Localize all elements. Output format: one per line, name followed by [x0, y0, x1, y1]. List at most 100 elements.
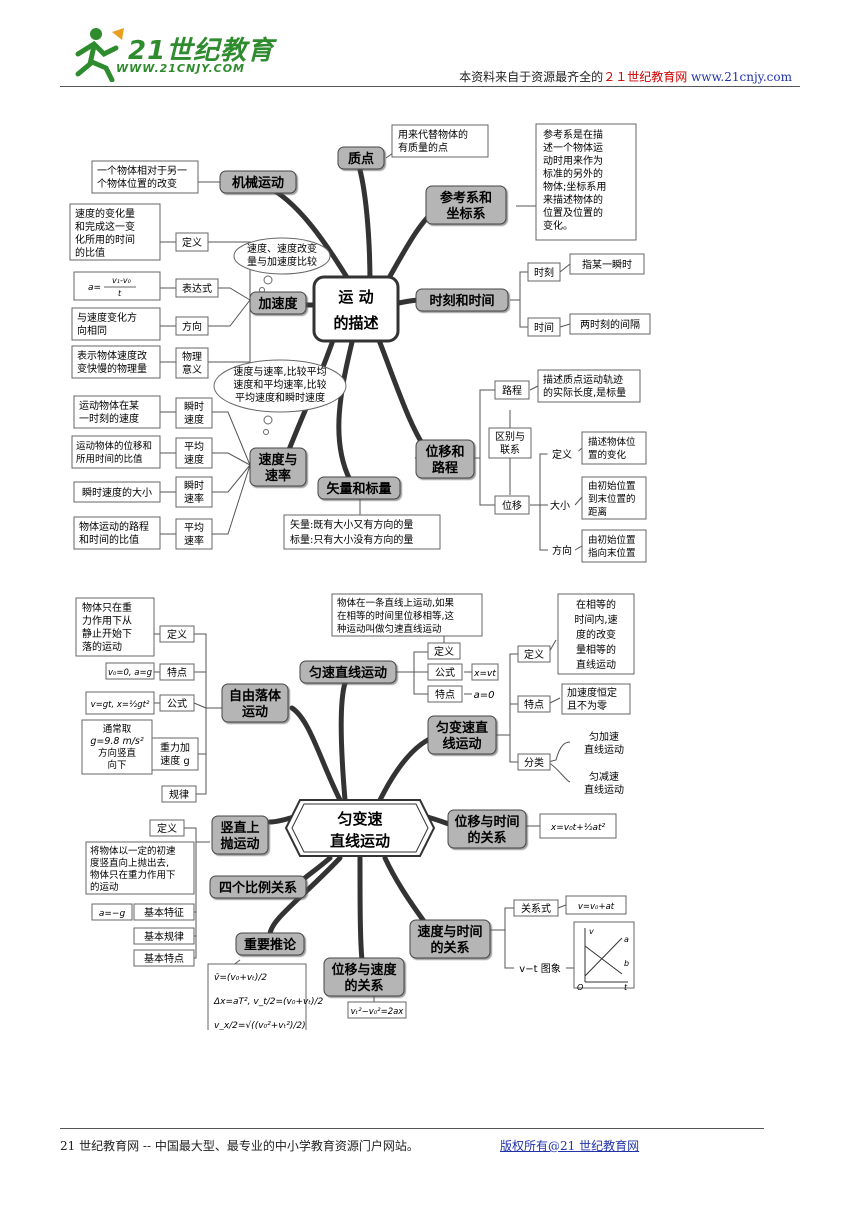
svg-text:变化。: 变化。 — [543, 219, 573, 232]
node-velocity-time[interactable]: 速度与时间 的关系 — [409, 919, 491, 959]
inst-v-label-1: 瞬时 — [184, 400, 204, 413]
avg-v-label-1: 平均 — [184, 441, 204, 453]
header-note-prefix: 本资料来自于资源最齐全的 — [459, 70, 604, 84]
vt-origin: O — [577, 983, 583, 992]
disp-mag-desc-1: 由初始位置 — [588, 480, 636, 492]
node-uniform-linear[interactable]: 匀速直线运动 — [299, 660, 397, 684]
node-vertical-throw-line-2: 抛运动 — [220, 836, 259, 852]
throw-feature-label: 基本特征 — [144, 906, 184, 919]
page-footer: 21 世纪教育网 -- 中国最大型、最专业的中小学教育资源门户网站。 版权所有@… — [60, 1128, 764, 1154]
node-uniform-accel-linear[interactable]: 匀变速直 线运动 — [427, 715, 497, 755]
gravity-label-1: 重力加 — [160, 741, 190, 754]
accel-dec-line-1: 匀减速 — [589, 771, 619, 783]
particle-desc-box — [391, 124, 489, 158]
node-free-fall-line-1: 自由落体 — [229, 688, 282, 704]
free-fall-def-desc-2: 力作用下从 — [82, 614, 132, 627]
inst-v-label-2: 速度 — [184, 413, 204, 426]
svg-text:速度和平均速率,比较: 速度和平均速率,比较 — [233, 378, 326, 391]
acc-phys-desc-2: 变快慢的物理量 — [77, 362, 147, 375]
node-acceleration-label: 加速度 — [257, 296, 298, 312]
disp-mag-desc-2: 到末位置的 — [588, 493, 636, 505]
free-fall-def-desc-4: 落的运动 — [82, 640, 122, 653]
corollary-2: Δx=aT², v_t/2=(v₀+vₜ)/2 — [213, 997, 324, 1007]
disp-def-desc-1: 描述物体位 — [588, 436, 636, 448]
node-key-corollaries[interactable]: 重要推论 — [235, 932, 305, 956]
center-node-2[interactable]: 匀变速 直线运动 — [284, 799, 436, 857]
diff-label-1: 区别与 — [495, 431, 525, 443]
acc-def-label: 定义 — [182, 236, 202, 249]
acc-expr-a: a= — [88, 283, 101, 293]
node-vertical-throw[interactable]: 竖直上 抛运动 — [211, 815, 269, 855]
free-fall-formula-label: 公式 — [167, 697, 187, 710]
throw-def-desc-3: 物体只在重力作用下 — [90, 869, 176, 881]
diff-label-2: 联系 — [500, 444, 520, 456]
throw-def-label: 定义 — [157, 822, 177, 835]
free-fall-feature-value: v₀=0, a=g — [108, 668, 153, 678]
vt-line-a: a — [624, 935, 629, 944]
disp-mag-desc-3: 距离 — [588, 506, 607, 518]
interval-label: 时间 — [534, 321, 554, 334]
node-mechanical-motion[interactable]: 机械运动 — [219, 170, 297, 194]
disp-mag-label: 大小 — [550, 499, 570, 512]
accel-def-desc-3: 度的改变 — [576, 628, 616, 641]
particle-desc-2: 有质量的点 — [398, 141, 448, 154]
velocity-time-relation-label: 关系式 — [521, 902, 551, 915]
path-desc-2: 的实际长度,是标量 — [543, 386, 626, 399]
disp-dir-label: 方向 — [552, 544, 572, 557]
svg-text:平均速度和瞬时速度: 平均速度和瞬时速度 — [235, 391, 325, 404]
footer-copyright-link[interactable]: 版权所有@21 世纪教育网 — [500, 1139, 640, 1153]
accel-feature-label: 特点 — [524, 699, 544, 711]
vt-line-b: b — [624, 959, 629, 968]
avg-s-label-1: 平均 — [184, 522, 204, 534]
acc-expr-num: v₁-v₀ — [112, 276, 132, 285]
accel-feature-desc-2: 且不为零 — [567, 700, 607, 712]
moment-desc: 指某一瞬时 — [582, 258, 632, 271]
node-four-ratios[interactable]: 四个比例关系 — [209, 875, 307, 899]
node-acceleration[interactable]: 加速度 — [249, 291, 307, 315]
node-displacement-velocity[interactable]: 位移与速度 的关系 — [323, 957, 405, 997]
node-displacement-path[interactable]: 位移和 路程 — [415, 439, 475, 479]
page-header: 21世纪教育 WWW.21CNJY.COM 本资料来自于资源最齐全的２１世纪教育… — [60, 20, 800, 87]
avg-s-desc-2: 和时间的比值 — [79, 533, 139, 546]
disp-label: 位移 — [502, 499, 522, 512]
interval-box — [527, 317, 561, 337]
svg-text:速度、速度改变: 速度、速度改变 — [247, 242, 317, 255]
node-reference-frame[interactable]: 参考系和 坐标系 — [425, 185, 507, 225]
node-vector-scalar[interactable]: 矢量和标量 — [317, 476, 401, 500]
node-uniform-accel-line-2: 线运动 — [442, 736, 481, 752]
uniform-def-label: 定义 — [434, 645, 454, 658]
uniform-formula-value: x=vt — [473, 669, 496, 679]
vt-axis-v: v — [589, 927, 594, 936]
inst-v-desc-2: 一时刻的速度 — [79, 412, 139, 425]
node-particle[interactable]: 质点 — [337, 146, 385, 170]
avg-s-desc-1: 物体运动的路程 — [79, 520, 149, 533]
node-displacement-velocity-line-2: 的关系 — [344, 978, 383, 994]
site-logo[interactable]: 21世纪教育 WWW.21CNJY.COM — [68, 24, 298, 83]
node-particle-label: 质点 — [348, 151, 374, 167]
free-fall-def-desc-3: 静止开始下 — [82, 627, 132, 640]
disp-dir-desc-1: 由初始位置 — [588, 534, 636, 546]
gravity-desc-3: 方向竖直 — [98, 747, 137, 759]
header-brand-link[interactable]: ２１世纪教育网 — [603, 70, 688, 84]
node-velocity-speed-line-2: 速率 — [265, 468, 291, 484]
node-velocity-speed-line-1: 速度与 — [258, 452, 297, 468]
node-velocity-speed[interactable]: 速度与 速率 — [249, 447, 307, 487]
acc-dir-label: 方向 — [182, 320, 202, 333]
svg-text:位置及位置的: 位置及位置的 — [543, 206, 603, 219]
runner-logo-icon — [75, 28, 124, 83]
accel-dec-line-2: 直线运动 — [584, 783, 624, 796]
acc-dir-desc-1: 与速度变化方 — [77, 311, 137, 324]
node-free-fall[interactable]: 自由落体 运动 — [221, 683, 289, 723]
reference-desc-box — [535, 123, 637, 241]
corollary-3: v_x/2=√((v₀²+vₜ²)/2) — [214, 1020, 306, 1030]
center-node[interactable]: 运 动 的描述 — [312, 275, 400, 343]
displacement-velocity-formula: vₜ²−v₀²=2ax — [351, 1007, 405, 1017]
displacement-time-formula: x=v₀t+½at² — [550, 823, 606, 833]
svg-text:速度与速率,比较平均: 速度与速率,比较平均 — [233, 365, 326, 378]
node-time-moment[interactable]: 时刻和时间 — [415, 288, 509, 312]
node-displacement-time[interactable]: 位移与时间 的关系 — [447, 809, 527, 849]
header-url-link[interactable]: www.21cnjy.com — [691, 70, 792, 84]
node-key-corollaries-label: 重要推论 — [244, 937, 297, 953]
free-fall-law-label: 规律 — [169, 788, 189, 801]
path-label: 路程 — [502, 384, 522, 397]
